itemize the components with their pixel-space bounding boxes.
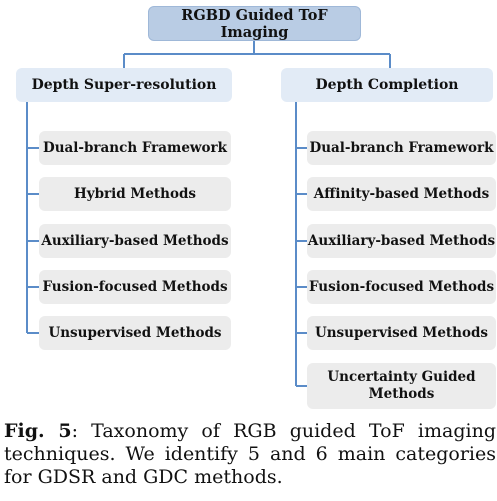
branch-depth-completion: Depth Completion	[281, 68, 493, 102]
caption-text: : Taxonomy of RGB guided ToF imaging tec…	[4, 420, 496, 488]
leaf-label: Fusion-focused Methods	[308, 278, 495, 295]
leaf-label: Dual-branch Framework	[42, 139, 228, 156]
tree-connectors	[26, 41, 391, 387]
figure-label: Fig. 5	[4, 420, 72, 442]
leaf-label: Unsupervised Methods	[48, 324, 222, 341]
leaf-label: Affinity-based Methods	[313, 185, 490, 202]
leaf-label: Hybrid Methods	[73, 185, 197, 202]
leaf-node: Uncertainty Guided Methods	[307, 363, 496, 409]
leaf-node: Dual-branch Framework	[307, 131, 496, 165]
figure-caption: Fig. 5: Taxonomy of RGB guided ToF imagi…	[4, 420, 496, 489]
leaf-node: Unsupervised Methods	[39, 316, 231, 350]
leaf-node: Unsupervised Methods	[307, 316, 496, 350]
leaf-node: Fusion-focused Methods	[307, 270, 496, 304]
leaf-node: Dual-branch Framework	[39, 131, 231, 165]
leaf-label: Auxiliary-based Methods	[307, 232, 496, 249]
root-label: RGBD Guided ToF Imaging	[181, 6, 328, 41]
branch-depth-super-resolution: Depth Super-resolution	[16, 68, 232, 102]
branch-label: Depth Completion	[315, 76, 459, 93]
root-node: RGBD Guided ToF Imaging	[148, 6, 361, 41]
leaf-label: Auxiliary-based Methods	[41, 232, 229, 249]
leaf-label: Unsupervised Methods	[314, 324, 489, 341]
branch-label: Depth Super-resolution	[31, 76, 217, 93]
leaf-label: Uncertainty Guided Methods	[327, 369, 476, 402]
leaf-label: Fusion-focused Methods	[42, 278, 228, 295]
leaf-node: Affinity-based Methods	[307, 177, 496, 211]
leaf-node: Auxiliary-based Methods	[39, 224, 231, 258]
leaf-node: Hybrid Methods	[39, 177, 231, 211]
leaf-node: Fusion-focused Methods	[39, 270, 231, 304]
leaf-label: Dual-branch Framework	[309, 139, 494, 156]
leaf-node: Auxiliary-based Methods	[307, 224, 496, 258]
